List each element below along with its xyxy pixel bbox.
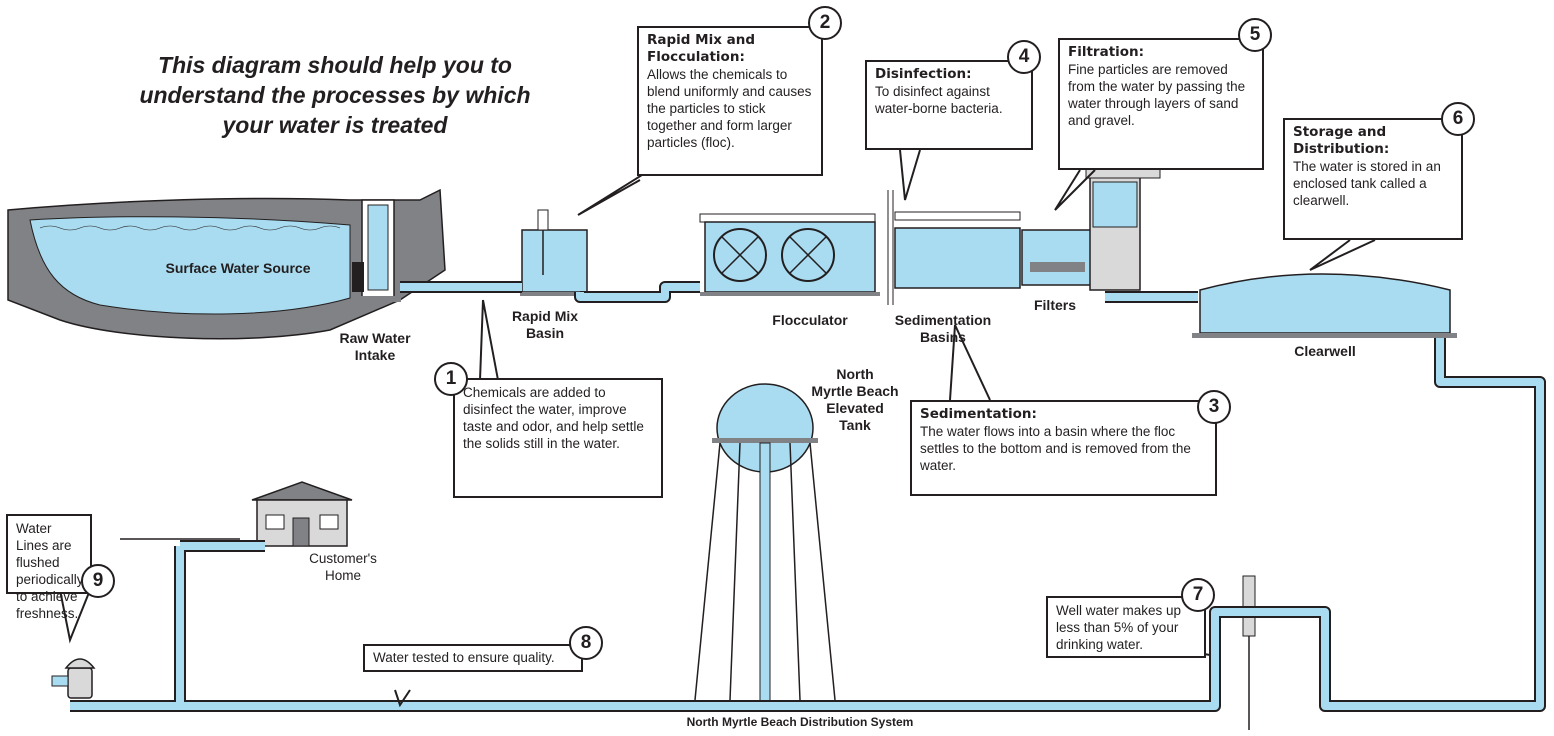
step-4-text: To disinfect against water-borne bacteri… [875,84,1003,116]
step-6-box: Storage and Distribution: The water is s… [1283,118,1463,240]
customer-home [251,481,353,547]
step-7-box: Well water makes up less than 5% of your… [1046,596,1206,658]
step-9-text: Water Lines are flushed periodically to … [16,521,84,621]
label-flocculator: Flocculator [772,312,848,328]
step-4-box: Disinfection: To disinfect against water… [865,60,1033,150]
step-7-text: Well water makes up less than 5% of your… [1056,603,1182,652]
step-5-text: Fine particles are removed from the wate… [1068,62,1246,128]
step-1-text: Chemicals are added to disinfect the wat… [463,385,644,451]
filters [1021,167,1161,291]
step-3-number: 3 [1197,390,1231,424]
fire-hydrant [51,658,96,699]
label-filters: Filters [1033,297,1076,313]
step-5-number: 5 [1238,18,1272,52]
step-6-number: 6 [1441,102,1475,136]
step-2-text: Allows the chemicals to blend uniformly … [647,67,812,150]
flocculator [699,213,880,296]
step-3-title: Sedimentation: [920,406,1037,422]
step-4-title: Disinfection: [875,66,972,82]
step-9-number: 9 [81,564,115,598]
label-sedimentation-basins: Sedimentation Basins [894,312,992,345]
step-8-text: Water tested to ensure quality. [373,650,555,665]
step-6-text: The water is stored in an enclosed tank … [1293,159,1441,208]
rapid-mix-basin [520,209,590,296]
step-5-title: Filtration: [1068,44,1145,60]
label-rapid-mix-basin: Rapid Mix Basin [511,308,579,341]
label-clearwell: Clearwell [1294,343,1356,359]
callout-pointers [59,149,1376,708]
label-distribution-system: North Myrtle Beach Distribution System [686,715,914,729]
step-3-text: The water flows into a basin where the f… [920,424,1191,473]
clearwell [1192,273,1457,338]
label-elevated-tank: North Myrtle Beach Elevated Tank [811,366,899,433]
step-9-box: Water Lines are flushed periodically to … [6,514,92,621]
label-surface-water: Surface Water Source [165,260,311,276]
step-2-number: 2 [808,6,842,40]
label-customer-home: Customer's Home [309,551,377,583]
step-7-number: 7 [1181,578,1215,612]
step-4-number: 4 [1007,40,1041,74]
step-3-box: Sedimentation: The water flows into a ba… [910,400,1217,496]
pipes-water [70,283,1544,710]
surface-water-source [7,188,446,340]
step-1-number: 1 [434,362,468,396]
raw-water-intake [352,199,401,302]
step-5-box: Filtration: Fine particles are removed f… [1058,38,1264,170]
step-1-box: Chemicals are added to disinfect the wat… [453,378,663,498]
step-8-number: 8 [569,626,603,660]
step-6-title: Storage and Distribution: [1293,124,1390,157]
well [1242,575,1256,730]
step-8-box: Water tested to ensure quality. [363,644,583,672]
step-2-title: Rapid Mix and Flocculation: [647,32,756,65]
sedimentation-basins [887,190,1021,305]
intro-text: This diagram should help you to understa… [139,52,531,138]
label-raw-intake: Raw Water Intake [339,330,411,363]
elevated-tank [694,383,836,704]
step-2-box: Rapid Mix and Flocculation: Allows the c… [637,26,823,176]
